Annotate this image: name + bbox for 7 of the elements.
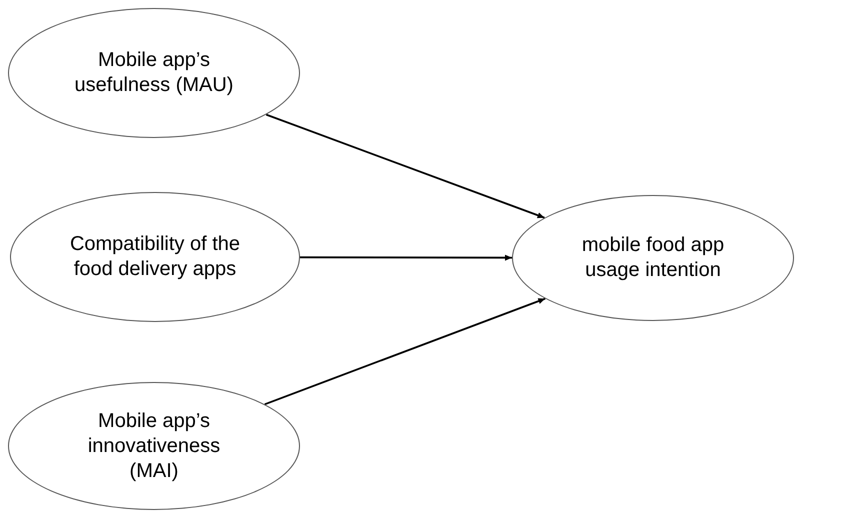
arrow [300,254,512,261]
construct-label: Mobile app’s innovativeness (MAI) [86,408,222,484]
construct-label: mobile food app usage intention [580,233,726,283]
construct-label: Compatibility of the food delivery apps [68,232,242,282]
construct-label: Mobile app’s usefulness (MAU) [74,48,234,98]
arrow [264,298,546,406]
arrow [266,114,545,219]
